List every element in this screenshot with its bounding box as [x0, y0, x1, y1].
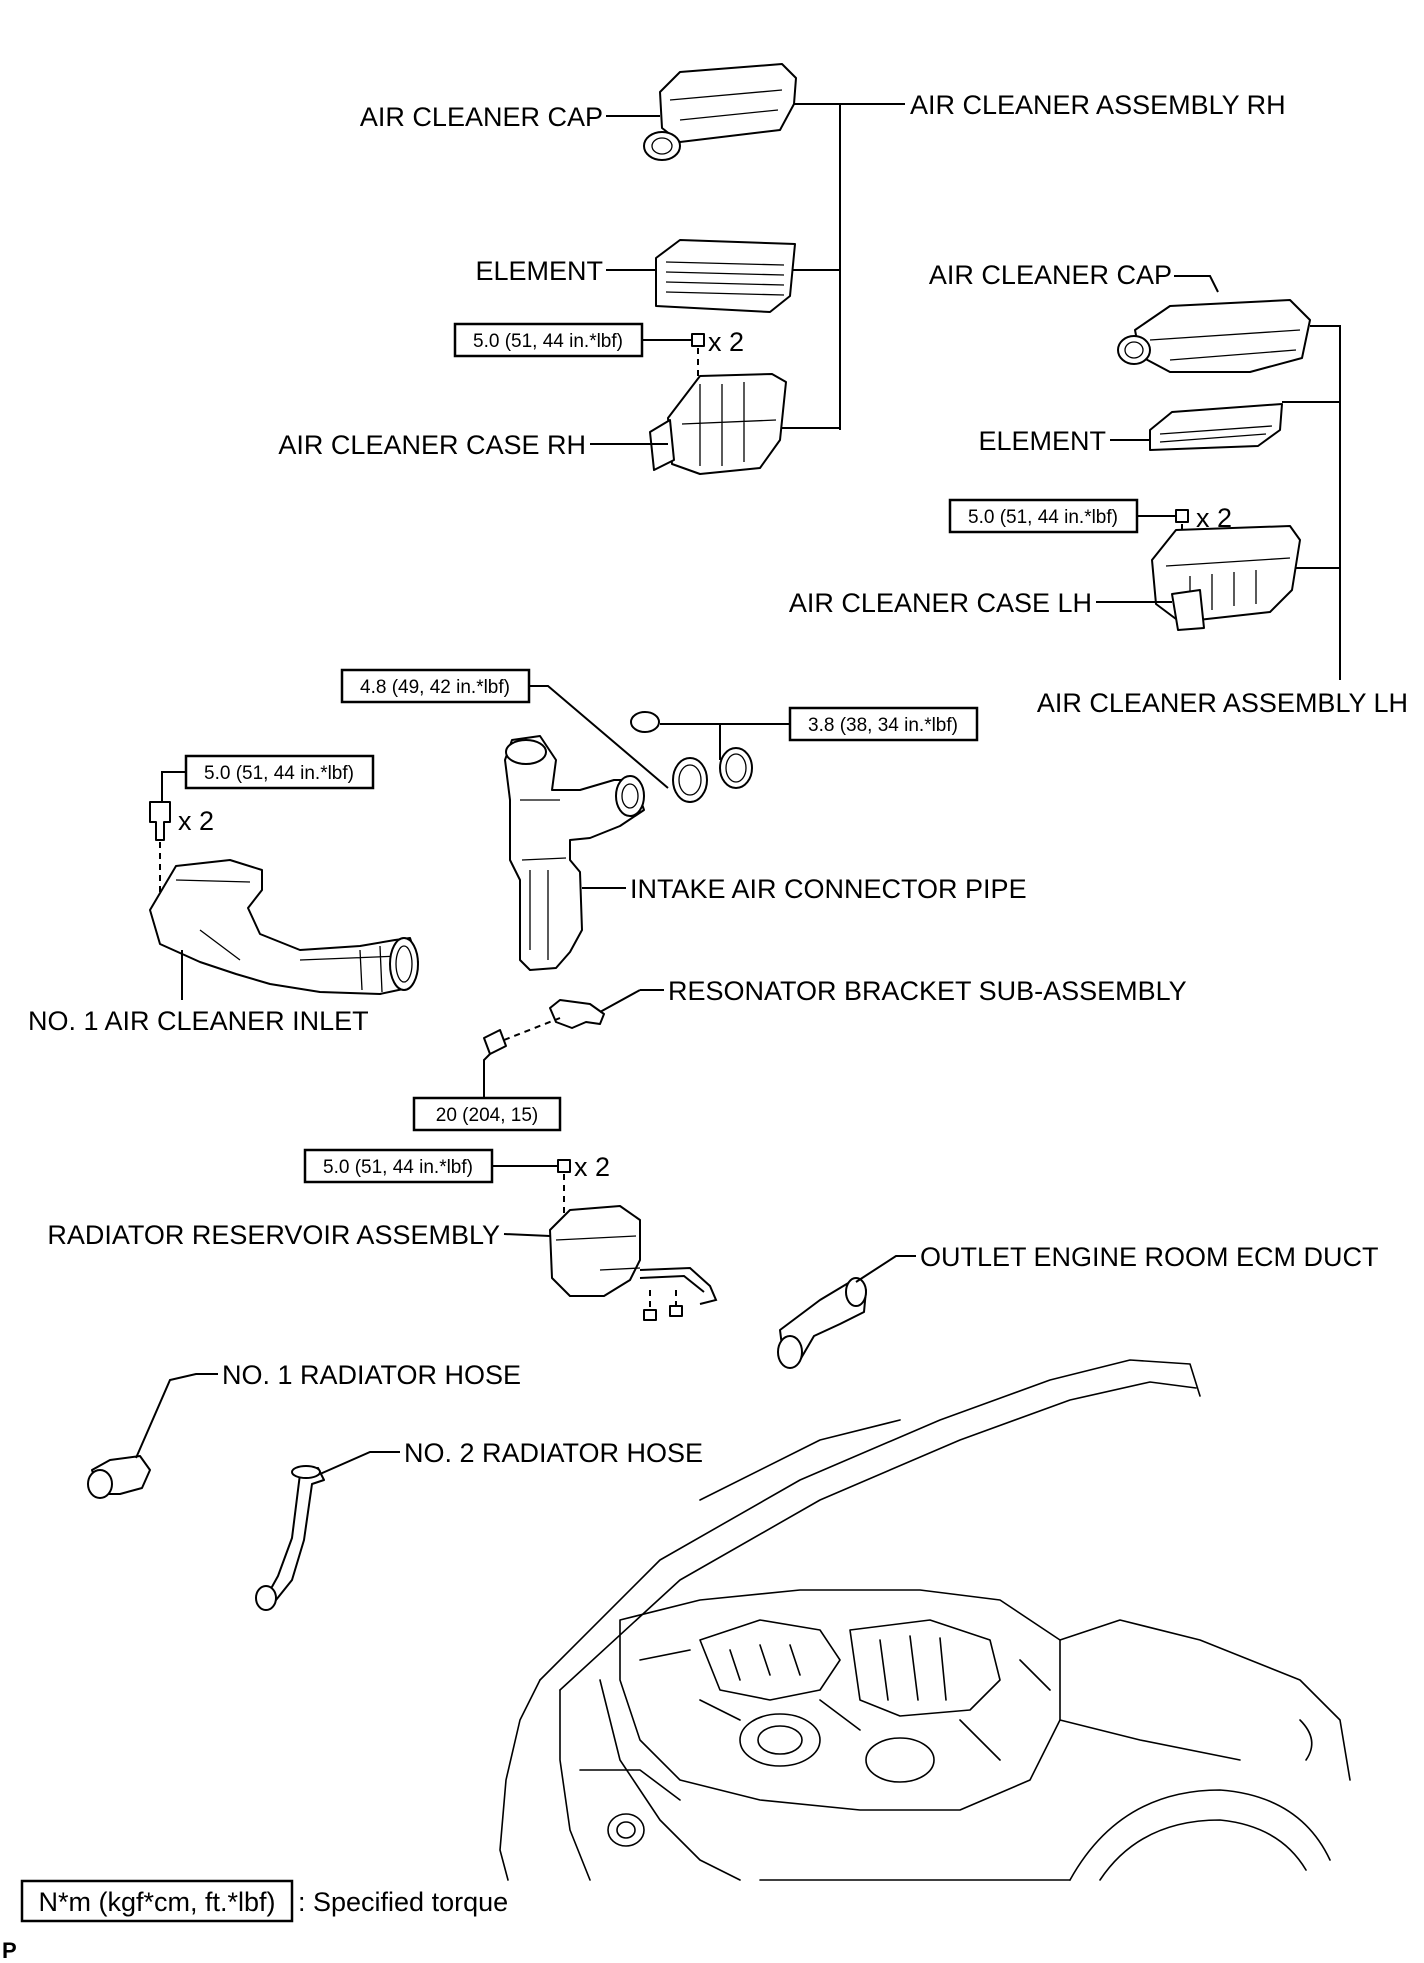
air-cleaner-case-lh-label: AIR CLEANER CASE LH: [789, 588, 1092, 618]
clamp-small: [630, 711, 660, 733]
torque-box-lh-case-nut: [948, 498, 1139, 534]
no1-radiator-hose-group: NO. 1 RADIATOR HOSE: [87, 1360, 521, 1499]
clamp-a: [672, 757, 708, 803]
torque-box-resonator-bolt: [412, 1096, 562, 1132]
legend-description: : Specified torque: [298, 1887, 508, 1917]
case-lh-nut: [1175, 509, 1189, 523]
air-cleaner-assembly-lh-label: AIR CLEANER ASSEMBLY LH: [1037, 688, 1408, 718]
case-rh-nut: [691, 333, 705, 347]
intake-air-connector-pipe-part: [504, 735, 645, 971]
no1-air-cleaner-inlet-label: NO. 1 AIR CLEANER INLET: [28, 1006, 369, 1036]
air-cleaner-cap-lh-label: AIR CLEANER CAP: [929, 260, 1172, 290]
legend-torque-box: [20, 1879, 294, 1923]
air-cleaner-cap-rh-part: [643, 63, 797, 161]
air-cleaner-case-rh-label: AIR CLEANER CASE RH: [278, 430, 586, 460]
outlet-ecm-duct-group: OUTLET ENGINE ROOM ECM DUCT: [777, 1242, 1379, 1369]
corner-mark: P: [2, 1938, 17, 1963]
torque-lh-case-nut: 5.0 (51, 44 in.*lbf): [968, 507, 1118, 528]
torque-resonator-bolt: 20 (204, 15): [436, 1105, 538, 1126]
air-cleaner-assembly-rh-label: AIR CLEANER ASSEMBLY RH: [910, 90, 1286, 120]
torque-legend: N*m (kgf*cm, ft.*lbf) : Specified torque: [20, 1879, 508, 1923]
air-cleaner-case-rh-part: [649, 373, 787, 475]
vehicle-engine-bay-illustration: [499, 1359, 1351, 1881]
torque-inlet-bolt: 5.0 (51, 44 in.*lbf): [204, 763, 354, 784]
qty-inlet-bolt: x 2: [178, 806, 214, 836]
air-cleaner-assembly-lh-group: AIR CLEANER ASSEMBLY LH AIR CLEANER CAP …: [789, 260, 1408, 718]
element-lh-label: ELEMENT: [978, 426, 1106, 456]
intake-air-connector-pipe-group: 4.8 (49, 42 in.*lbf) 3.8 (38, 34 in.*lbf…: [340, 668, 1027, 971]
air-cleaner-cap-lh-part: [1117, 299, 1311, 373]
resonator-bracket-label: RESONATOR BRACKET SUB-ASSEMBLY: [668, 976, 1187, 1006]
no1-air-cleaner-inlet-group: 5.0 (51, 44 in.*lbf) x 2 NO. 1 AIR CLEAN…: [28, 754, 419, 1036]
no2-radiator-hose-part: [267, 1467, 325, 1601]
resonator-bolt: [483, 1029, 507, 1055]
qty-rh-case-nut: x 2: [708, 327, 744, 357]
torque-box-pipe-clamp-a: [340, 668, 531, 704]
torque-pipe-clamp-a: 4.8 (49, 42 in.*lbf): [360, 677, 510, 698]
inlet-bolt: [149, 801, 171, 841]
radiator-reservoir-group: 5.0 (51, 44 in.*lbf) x 2 RADIATOR RESERV…: [47, 1148, 718, 1321]
air-cleaner-cap-rh-label: AIR CLEANER CAP: [360, 102, 603, 132]
resonator-bracket-group: RESONATOR BRACKET SUB-ASSEMBLY 20 (204, …: [412, 976, 1187, 1132]
resonator-bracket-part: [549, 999, 605, 1029]
element-rh-part: [655, 239, 796, 313]
radiator-reservoir-label: RADIATOR RESERVOIR ASSEMBLY: [47, 1220, 500, 1250]
torque-box-reservoir-bolt: [303, 1148, 494, 1184]
no2-radiator-hose-label: NO. 2 RADIATOR HOSE: [404, 1438, 703, 1468]
no2-radiator-hose-group: NO. 2 RADIATOR HOSE: [255, 1438, 703, 1611]
intake-air-connector-pipe-label: INTAKE AIR CONNECTOR PIPE: [630, 874, 1027, 904]
reservoir-bolt: [557, 1159, 571, 1173]
torque-reservoir-bolt: 5.0 (51, 44 in.*lbf): [323, 1157, 473, 1178]
air-cleaner-assembly-rh-group: AIR CLEANER ASSEMBLY RH AIR CLEANER CAP …: [278, 63, 1286, 475]
torque-pipe-clamp-b: 3.8 (38, 34 in.*lbf): [808, 715, 958, 736]
no1-radiator-hose-label: NO. 1 RADIATOR HOSE: [222, 1360, 521, 1390]
clamp-b: [719, 747, 753, 789]
element-rh-label: ELEMENT: [475, 256, 603, 286]
legend-torque-units: N*m (kgf*cm, ft.*lbf): [38, 1887, 275, 1917]
torque-box-inlet-bolt: [184, 754, 375, 790]
outlet-ecm-duct-label: OUTLET ENGINE ROOM ECM DUCT: [920, 1242, 1379, 1272]
torque-rh-case-nut: 5.0 (51, 44 in.*lbf): [473, 331, 623, 352]
element-lh-part: [1149, 403, 1283, 451]
torque-box-pipe-clamp-b: [788, 706, 979, 742]
air-cleaner-case-lh-part: [1151, 525, 1301, 631]
qty-reservoir-bolt: x 2: [574, 1152, 610, 1182]
radiator-reservoir-part: [549, 1205, 641, 1297]
torque-box-rh-case-nut: [453, 322, 644, 358]
